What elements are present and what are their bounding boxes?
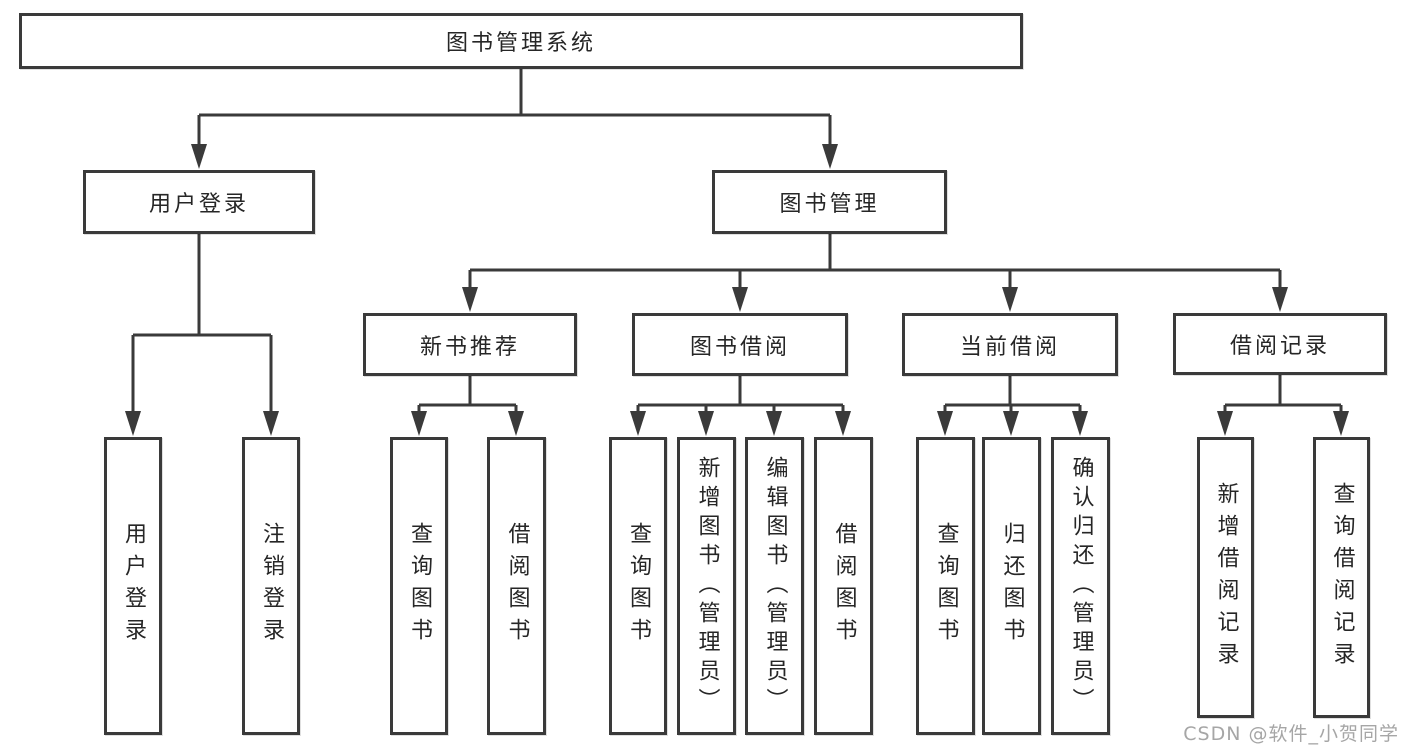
leaf-add-borrow-record: 新增借阅记录 [1197,437,1254,718]
leaf-edit-books-admin: 编辑图书（管理员） [745,437,804,735]
leaf-confirm-return-admin: 确认归还（管理员） [1051,437,1110,735]
node-current-borrowing: 当前借阅 [902,313,1118,376]
leaf-return-books: 归还图书 [982,437,1041,735]
leaf-query-books-borrowing: 查询图书 [609,437,667,735]
leaf-query-books-recommend: 查询图书 [390,437,448,735]
arrowheads [125,144,1349,436]
node-book-management-branch: 图书管理 [712,170,947,234]
leaf-query-borrow-record: 查询借阅记录 [1313,437,1370,718]
leaf-logout: 注销登录 [242,437,300,735]
connector-paths [131,68,1343,414]
node-library-system: 图书管理系统 [19,13,1023,69]
node-user-login-branch: 用户登录 [83,170,315,234]
leaf-query-books-current: 查询图书 [916,437,975,735]
node-book-borrowing: 图书借阅 [632,313,848,376]
leaf-user-login: 用户登录 [104,437,162,735]
leaf-borrow-books: 借阅图书 [814,437,873,735]
node-borrowing-records: 借阅记录 [1173,313,1387,375]
leaf-add-books-admin: 新增图书（管理员） [677,437,736,735]
node-new-book-recommendation: 新书推荐 [363,313,577,376]
watermark: CSDN @软件_小贺同学 [1183,723,1399,745]
leaf-borrow-books-recommend: 借阅图书 [487,437,546,735]
